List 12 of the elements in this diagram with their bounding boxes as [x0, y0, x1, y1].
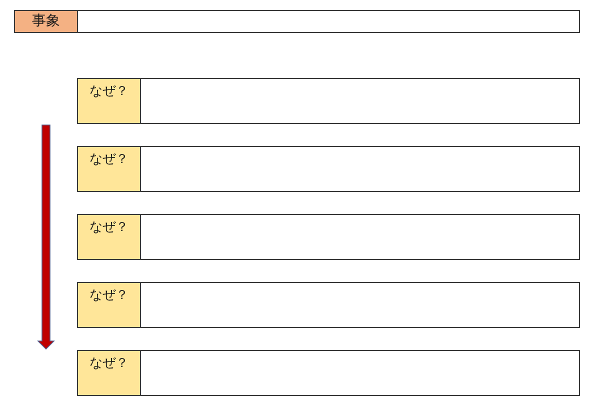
answer-box [140, 146, 580, 192]
label-panel: なぜ？ [77, 214, 141, 260]
label-panel: なぜ？ [77, 350, 141, 396]
label-panel: 事象 [14, 10, 78, 33]
label-panel: なぜ？ [77, 282, 141, 328]
answer-box [140, 214, 580, 260]
answer-box [77, 10, 580, 33]
answer-box [140, 350, 580, 396]
answer-box [140, 78, 580, 124]
label-panel: なぜ？ [77, 78, 141, 124]
answer-box [140, 282, 580, 328]
label-panel: なぜ？ [77, 146, 141, 192]
